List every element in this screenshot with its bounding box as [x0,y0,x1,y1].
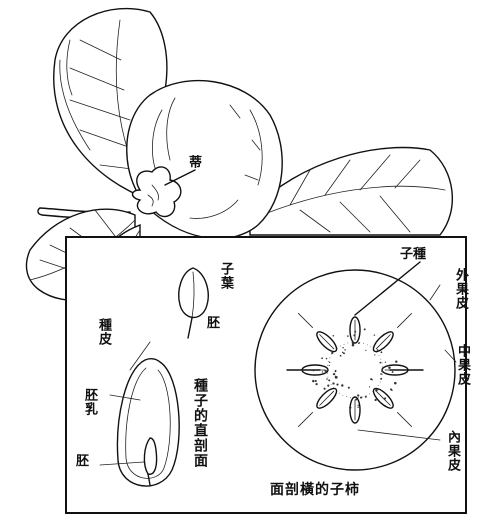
embryo-bottom-label: 胚 [76,454,90,469]
seed-label: 子種 [400,247,427,262]
carpel-seed [349,316,361,344]
flesh-speck [363,328,366,331]
endosperm-label: 胚乳 [82,388,97,416]
fruit-cross-section [254,261,457,471]
flesh-speck [342,346,344,349]
flesh-speck [384,361,387,363]
flesh-speck [328,361,331,364]
flesh-speck [353,334,356,337]
flesh-speck [354,330,357,333]
flesh-speck [383,366,386,369]
flesh-speck [394,381,397,385]
seed-section-caption: 種子的直剖面 [192,378,208,468]
flesh-speck [358,342,360,344]
flesh-speck [347,386,350,389]
flesh-speck [384,397,387,400]
flesh-speck [314,379,317,383]
flesh-speck [391,371,394,373]
endocarp-label: 內果皮 [445,430,460,472]
flesh-speck [395,360,398,363]
flesh-speck [379,361,382,364]
flesh-speck [391,389,393,391]
flesh-speck [381,370,384,373]
flesh-speck [335,376,338,379]
carpel-seed [349,396,361,424]
flesh-speck [325,357,328,360]
flesh-speck [357,406,359,408]
flesh-speck [357,394,360,397]
flesh-speck [327,384,330,387]
seed-longitudinal-section [99,341,180,487]
flesh-speck [331,351,334,355]
flesh-speck [374,398,377,402]
right-leaf [249,146,453,236]
flesh-speck [321,371,324,373]
flesh-speck [351,342,355,345]
flesh-speck [332,372,336,376]
flesh-speck [312,379,315,383]
flesh-speck [341,351,344,354]
flesh-speck [380,351,383,354]
calyx-label: 蒂 [186,155,201,169]
mesocarp-label: 中果皮 [455,344,470,386]
flesh-speck [344,349,346,351]
carpel-seed [298,387,338,427]
flesh-speck [332,382,335,385]
flesh-speck [312,369,315,372]
carpel-seed [298,313,338,353]
fruit-section-caption: 面剖橫的子柿 [270,482,360,498]
flesh-speck [321,357,323,360]
flesh-speck [324,369,327,372]
seed-external [178,267,209,339]
seed-coat-label: 種皮 [96,318,111,346]
seed-leaf-label: 子葉 [218,262,233,290]
flesh-speck [343,352,345,355]
calyx [131,166,196,218]
flesh-speck [326,378,328,380]
flesh-speck [328,379,331,382]
flesh-speck [365,349,367,352]
carpel-seed [372,313,412,353]
flesh-speck [375,389,378,392]
flesh-speck [364,395,367,398]
flesh-speck [373,334,376,336]
flesh-speck [349,406,352,409]
flesh-speck [336,383,339,386]
flesh-speck [377,388,380,391]
flesh-speck [332,334,335,337]
flesh-speck [376,349,379,351]
carpel-seed [372,387,412,427]
flesh-speck [328,364,330,367]
flesh-speck [323,387,326,390]
flesh-speck [374,354,376,356]
flesh-speck [360,396,363,399]
flesh-speck [380,373,382,375]
flesh-speck [339,354,342,357]
flesh-speck [351,343,355,347]
flesh-speck [389,367,391,369]
flesh-speck [347,335,349,337]
flesh-speck [380,377,383,380]
flesh-speck [334,370,337,373]
flesh-speck [371,379,373,381]
exocarp-label: 外果皮 [453,268,468,310]
flesh-speck [341,384,344,387]
persimmon-fruit [126,79,283,240]
flesh-speck [369,386,371,388]
flesh-speck [355,398,358,401]
embryo-top-label: 胚 [207,316,221,331]
flesh-speck [357,404,360,407]
flesh-speck [315,382,318,386]
